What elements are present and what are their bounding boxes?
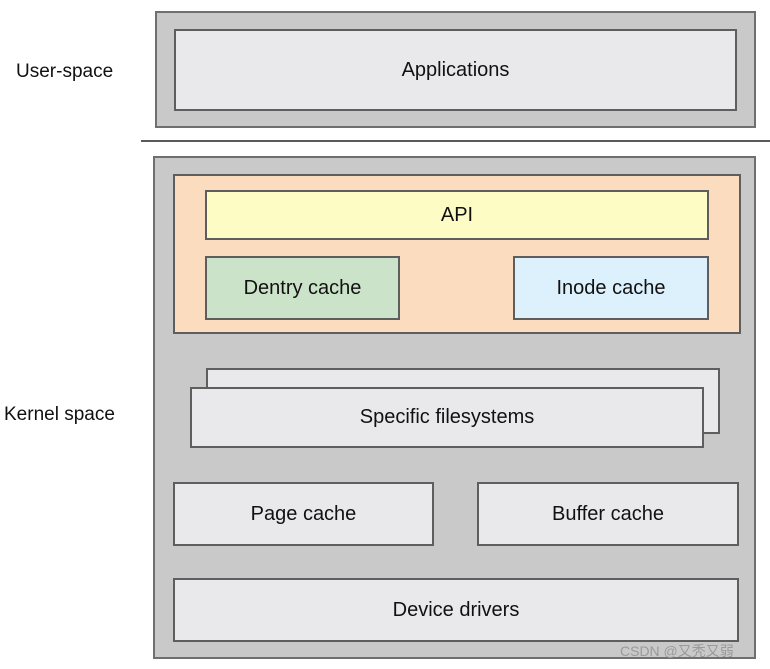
user-space-panel: Applications [155,11,756,128]
applications-label: Applications [401,58,510,81]
vfs-block: API Dentry cache Inode cache [173,174,741,334]
user-space-label: User-space [16,61,114,82]
user-kernel-divider [141,140,770,142]
kernel-space-label: Kernel space [4,404,115,425]
dentry-cache-box: Dentry cache [205,256,400,320]
specific-filesystems-label: Specific filesystems [359,406,535,428]
api-label: API [440,203,474,226]
api-box: API [205,190,709,240]
inode-cache-box: Inode cache [513,256,709,320]
kernel-space-panel: API Dentry cache Inode cache Specific fi… [153,156,756,659]
page-cache-label: Page cache [250,502,357,525]
buffer-cache-label: Buffer cache [552,502,664,525]
page-cache-box: Page cache [173,482,434,546]
device-drivers-box: Device drivers [173,578,739,642]
buffer-cache-box: Buffer cache [477,482,739,546]
dentry-cache-label: Dentry cache [243,276,362,299]
watermark: CSDN @又秃又弱 [620,643,734,659]
applications-box: Applications [174,29,737,111]
specific-filesystems-box: Specific filesystems [190,387,704,448]
inode-cache-label: Inode cache [556,276,666,299]
device-drivers-label: Device drivers [392,598,520,621]
